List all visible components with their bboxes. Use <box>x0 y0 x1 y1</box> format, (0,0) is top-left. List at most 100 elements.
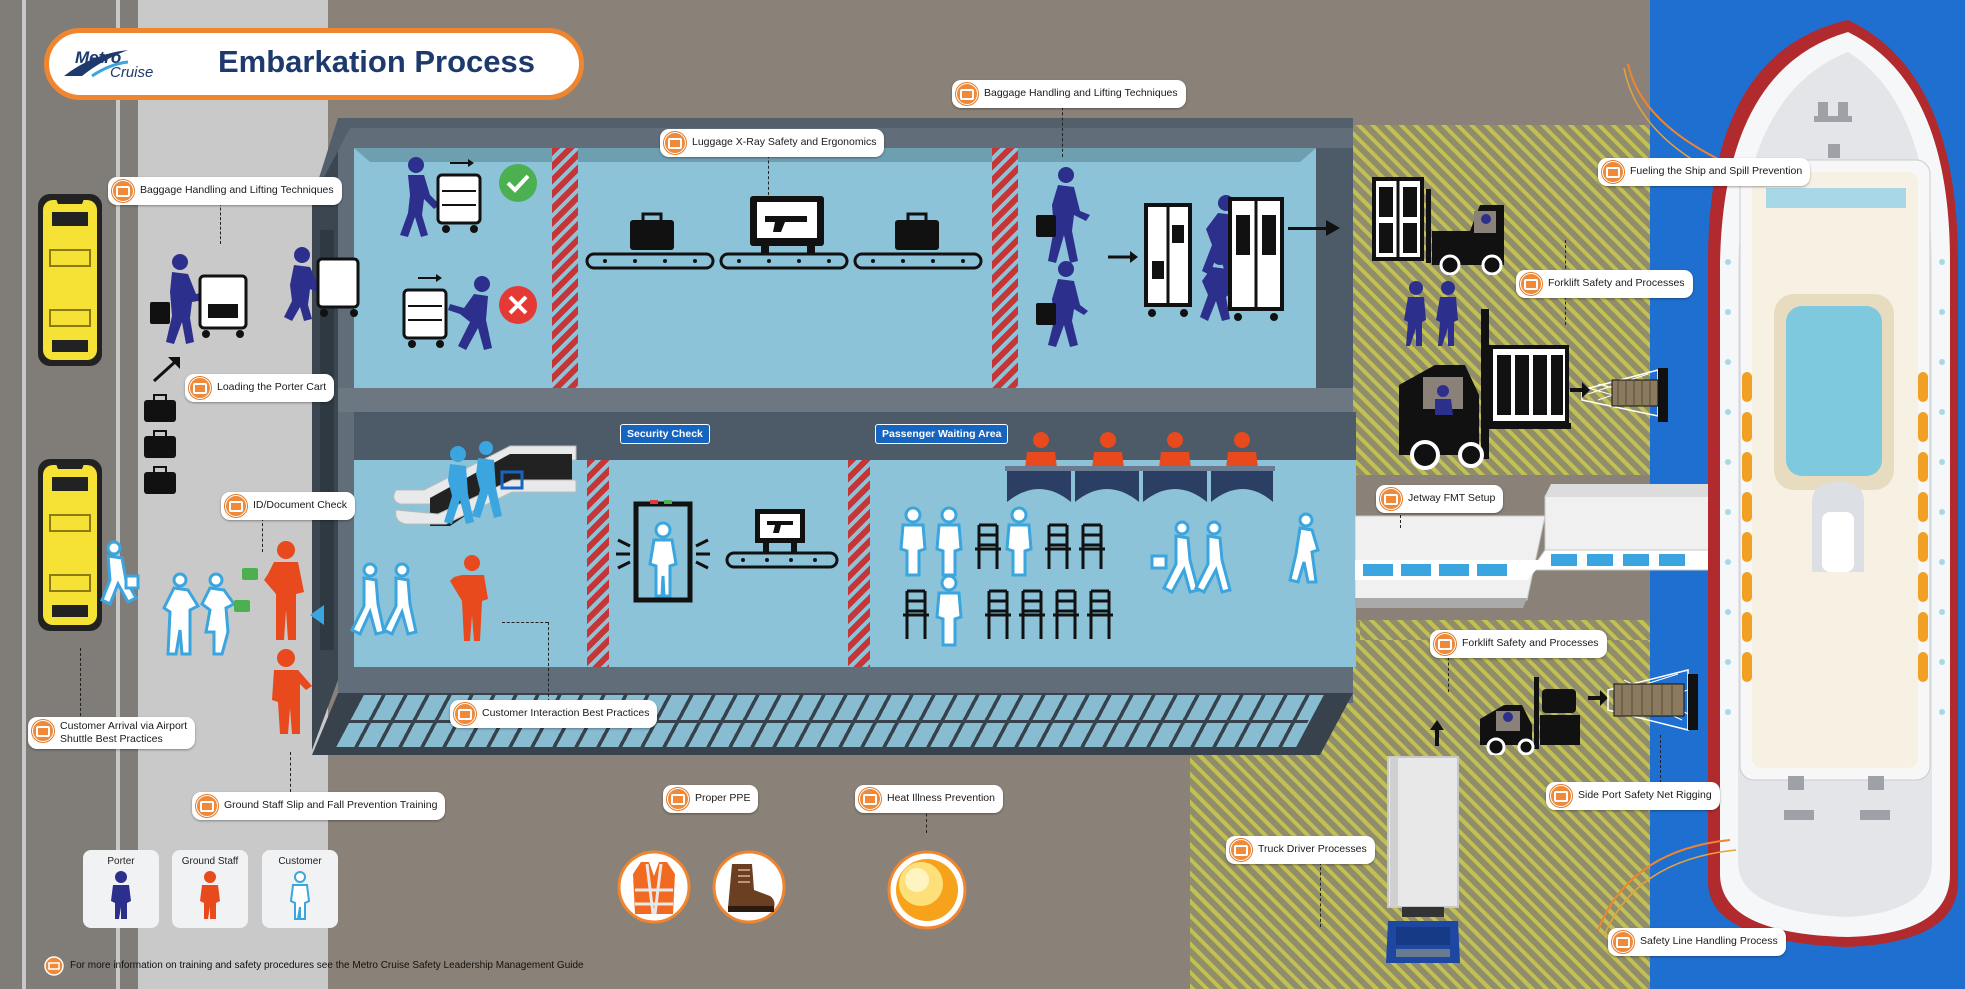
boarding-customers-icon <box>1150 520 1232 594</box>
callout-text: Proper PPE <box>695 792 751 805</box>
legend-porter: Porter <box>83 850 159 928</box>
checkin-desks-icon <box>1005 432 1275 502</box>
escalator-icon <box>393 441 577 526</box>
hazard-stripe <box>552 148 578 388</box>
flow-arrow <box>1288 227 1328 230</box>
leader-line <box>290 752 291 792</box>
badge-icon <box>1550 785 1572 807</box>
footer-note: For more information on training and saf… <box>70 960 584 971</box>
road-edge-line <box>22 0 26 989</box>
leader-line <box>1448 652 1449 692</box>
leader-line <box>220 198 221 244</box>
entrance-arrow-icon <box>310 605 324 625</box>
badge-icon <box>859 788 881 810</box>
ground-staff-figure-icon <box>200 871 220 919</box>
workers-pair-icon <box>1404 281 1458 346</box>
porter-pushing-cart-icon <box>284 247 360 321</box>
callout-text: Side Port Safety Net Rigging <box>1578 789 1712 802</box>
side-port-net-bottom-icon <box>1607 669 1698 731</box>
luggage-stack-icon <box>144 394 176 494</box>
callout-side-port: Side Port Safety Net Rigging <box>1546 782 1720 810</box>
cruise-ship-icon <box>1708 20 1958 947</box>
ground-staff-id-check-icon <box>242 541 304 640</box>
callout-customer-interaction: Customer Interaction Best Practices <box>450 700 658 728</box>
callout-text: Luggage X-Ray Safety and Ergonomics <box>692 136 877 149</box>
badge-icon <box>225 495 247 517</box>
badge-icon <box>196 795 218 817</box>
airport-shuttle-icon <box>38 194 102 366</box>
callout-text: Customer Interaction Best Practices <box>482 707 650 720</box>
truck-icon <box>1386 756 1460 963</box>
info-badge-icon <box>44 956 64 976</box>
callout-text-line2: Shuttle Best Practices <box>60 733 163 746</box>
cross-icon <box>499 286 537 324</box>
leader-line <box>502 622 548 623</box>
leader-line <box>80 648 81 716</box>
forklift-top-icon <box>1372 177 1504 275</box>
porter-cart-incorrect-icon <box>402 274 492 350</box>
leader-line <box>768 150 769 195</box>
arrow-up-right-icon <box>152 357 180 383</box>
badge-icon <box>667 788 689 810</box>
mooring-line-bottom-icon <box>1597 839 1737 937</box>
leader-line <box>1660 735 1661 783</box>
badge-icon <box>1380 488 1402 510</box>
legend-ground-staff: Ground Staff <box>172 850 248 928</box>
page-title: Embarkation Process <box>218 44 536 79</box>
hazard-stripe <box>587 460 609 667</box>
callout-text: Jetway FMT Setup <box>1408 492 1496 505</box>
arrow-right-icon <box>1570 382 1590 398</box>
leader-line <box>1062 102 1063 157</box>
title-box <box>44 28 584 100</box>
badge-icon <box>1612 931 1634 953</box>
callout-baggage-top: Baggage Handling and Lifting Techniques <box>952 80 1186 108</box>
customers-entering-icon <box>350 562 418 637</box>
road-edge-line <box>116 0 120 989</box>
badge-icon <box>1434 633 1456 655</box>
callout-fueling: Fueling the Ship and Spill Prevention <box>1598 158 1811 186</box>
terminal-building <box>312 118 1356 755</box>
legend-porter-label: Porter <box>107 856 135 867</box>
badge-icon <box>32 720 54 742</box>
sun-icon <box>887 850 967 930</box>
arrow-up-icon <box>1430 720 1444 746</box>
callout-baggage-left: Baggage Handling and Lifting Techniques <box>108 177 342 205</box>
badge-icon <box>189 377 211 399</box>
callout-text: Forklift Safety and Processes <box>1548 277 1685 290</box>
ground-staff-greeter-icon <box>450 555 488 641</box>
callout-text: Truck Driver Processes <box>1258 843 1367 856</box>
legend-customer-label: Customer <box>278 856 322 867</box>
callout-jetway: Jetway FMT Setup <box>1376 485 1504 513</box>
waiting-area-seating-icon <box>899 506 1113 647</box>
callout-safety-line: Safety Line Handling Process <box>1608 928 1786 956</box>
badge-icon <box>112 180 134 202</box>
hazard-stripe <box>848 460 870 667</box>
metro-cruise-logo-icon <box>64 50 129 78</box>
badge-icon <box>956 83 978 105</box>
callout-text: Safety Line Handling Process <box>1640 935 1778 948</box>
boarding-customer-icon <box>1288 512 1320 584</box>
callout-text: Loading the Porter Cart <box>217 381 327 394</box>
leader-line <box>262 518 263 552</box>
callout-text: Fueling the Ship and Spill Prevention <box>1630 165 1803 178</box>
porter-figure-icon <box>111 871 131 919</box>
logo-text-top: Metro <box>75 48 122 67</box>
badge-icon <box>1230 839 1252 861</box>
callout-ground-staff-slip: Ground Staff Slip and Fall Prevention Tr… <box>192 792 446 820</box>
baggage-loading-icon <box>1036 167 1284 347</box>
badge-icon <box>1602 161 1624 183</box>
leader-line <box>548 622 549 712</box>
callout-xray: Luggage X-Ray Safety and Ergonomics <box>660 129 885 157</box>
porter-cart-correct-icon <box>400 157 482 237</box>
forklift-middle-icon <box>1399 309 1571 470</box>
leader-line <box>1400 510 1401 528</box>
leader-line <box>926 808 927 833</box>
callout-text: Heat Illness Prevention <box>887 792 995 805</box>
logo-text-bottom: Cruise <box>110 64 154 81</box>
callout-text-line1: Customer Arrival via Airport <box>60 720 188 732</box>
arrow-right-icon <box>1588 690 1608 706</box>
checkmark-icon <box>499 164 537 202</box>
ground-staff-sidewalk-icon <box>272 649 312 734</box>
